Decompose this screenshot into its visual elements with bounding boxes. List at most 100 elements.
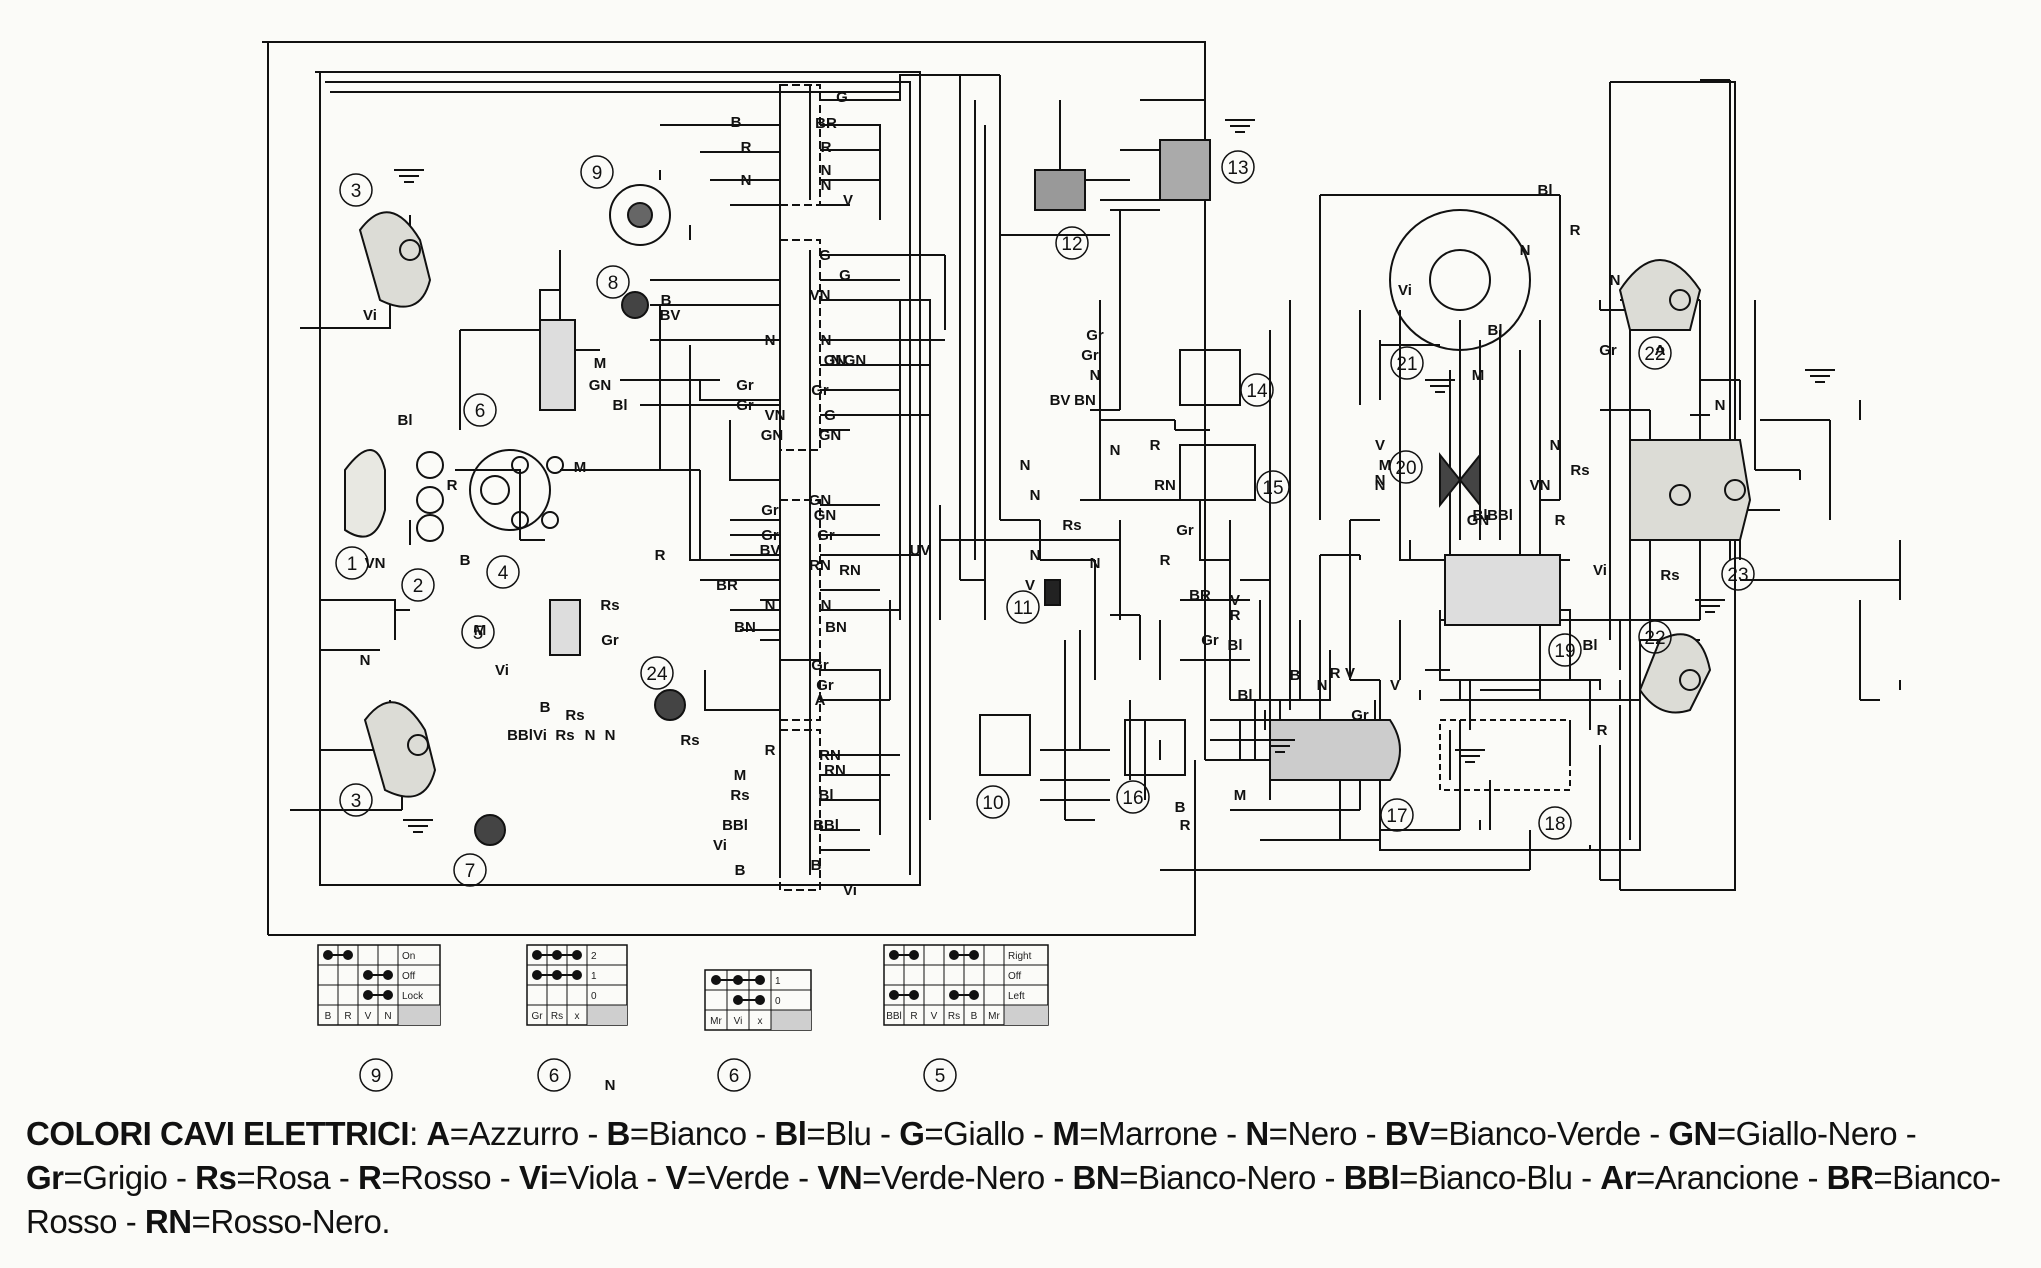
indicator-bulb [1679,669,1701,691]
legend-code: GN [1668,1115,1717,1152]
gauge-needle [480,475,510,505]
component-number: 19 [1554,641,1575,662]
legend-code: N [1245,1115,1269,1152]
connector-block [779,84,821,206]
wire-label: Gr [816,677,834,694]
component-number: 22 [1644,344,1665,365]
wire-label: R [765,742,776,759]
component-number-circle [486,555,520,589]
table-number: 5 [935,1066,946,1087]
wire-label: VN [810,287,831,304]
wire-label: GN [814,507,837,524]
ground-symbol [1225,119,1255,133]
wire-label: Rs [1570,462,1589,479]
wire-label: N [1030,547,1041,564]
legend-dash: - [1572,1159,1601,1196]
wire-label: VN [365,555,386,572]
legend-dash: - [578,1115,607,1152]
component-number: 7 [465,861,476,882]
wire-label: G [824,407,836,424]
legend-code: R [357,1159,382,1196]
wire-label: R [1180,817,1191,834]
wire-path [268,760,1196,936]
wire-label: BBl [507,727,533,744]
table-row-label: 2 [591,951,597,962]
component-number: 24 [646,664,668,685]
wire-path [850,414,931,440]
wire-label: BV [660,307,681,324]
battery [1439,719,1571,791]
wire-path [1399,310,1440,561]
wire-label: N [585,727,596,744]
wire-label: BN [734,619,756,636]
wire-label: V [1345,665,1355,682]
wire-label: R [447,477,458,494]
legend-name: =Bianco-Verde [1429,1115,1641,1152]
wire-label: Vi [1593,562,1607,579]
wire-label: B [731,114,742,131]
wire-label: Gr [1201,632,1219,649]
wire-label: GN [809,492,832,509]
component-number: 23 [1727,565,1748,586]
legend-code: A [426,1115,450,1152]
wire-label: N [605,727,616,744]
wire-label: BV [1050,392,1071,409]
wire-label: N [821,332,832,349]
table-shade [1004,1005,1048,1025]
wire-label: G [839,267,851,284]
component-number: 17 [1386,806,1407,827]
wire-label: RN [1154,477,1176,494]
wire-path [729,420,780,481]
wire-label: Gr [1351,707,1369,724]
wire-label: N [1030,487,1041,504]
legend-name: =Bianco [629,1115,747,1152]
wire-label: Bl [819,787,834,804]
wire-path [850,74,961,210]
light-switch [539,319,576,411]
wire-label: BBl [813,817,839,834]
table-row-label: Lock [402,991,424,1002]
ignition-switch [609,184,671,246]
wire-path [394,609,410,640]
component-number-circle [453,853,487,887]
table-row-label: 1 [591,971,597,982]
table-row-label: Left [1008,991,1025,1002]
component-number-circle [1638,336,1672,370]
wire-label: Gr [1599,342,1617,359]
legend-code: B [606,1115,631,1152]
component-number: 10 [982,793,1003,814]
wire-label: N [1520,242,1531,259]
wire-label: R [1597,722,1608,739]
wire-label: Bl [1238,687,1253,704]
wire-lines [262,41,1901,936]
table-row-label: Right [1008,951,1032,962]
connector-block [779,239,821,451]
wire-label: A [815,692,826,709]
wire-label: VN [1530,477,1551,494]
starter-motor [1269,719,1401,781]
component-number-circle [640,656,674,690]
wire-label: M [574,459,587,476]
wire-path [689,345,780,561]
ignition-key [627,202,653,228]
wire-label: V [843,192,853,209]
wire-path [699,380,780,401]
wire-label: Gr [811,382,829,399]
component-number: 6 [475,401,486,422]
fuse [1044,579,1061,606]
table-number: 6 [729,1066,740,1087]
wire-label: N [831,352,842,369]
indicator-shape [363,701,437,798]
component-number-circle [1538,806,1572,840]
table-col-label: Rs [948,1011,960,1022]
legend-name: =Bianco-Rosso [26,1159,2001,1240]
wire-label: Gr [1086,327,1104,344]
legend-name: =Giallo [924,1115,1025,1152]
wire-label: G [836,89,848,106]
ground-symbol [394,169,424,183]
wire-label: Gr [736,377,754,394]
legend-name: =Verde [686,1159,790,1196]
table-col-label: x [758,1016,763,1027]
